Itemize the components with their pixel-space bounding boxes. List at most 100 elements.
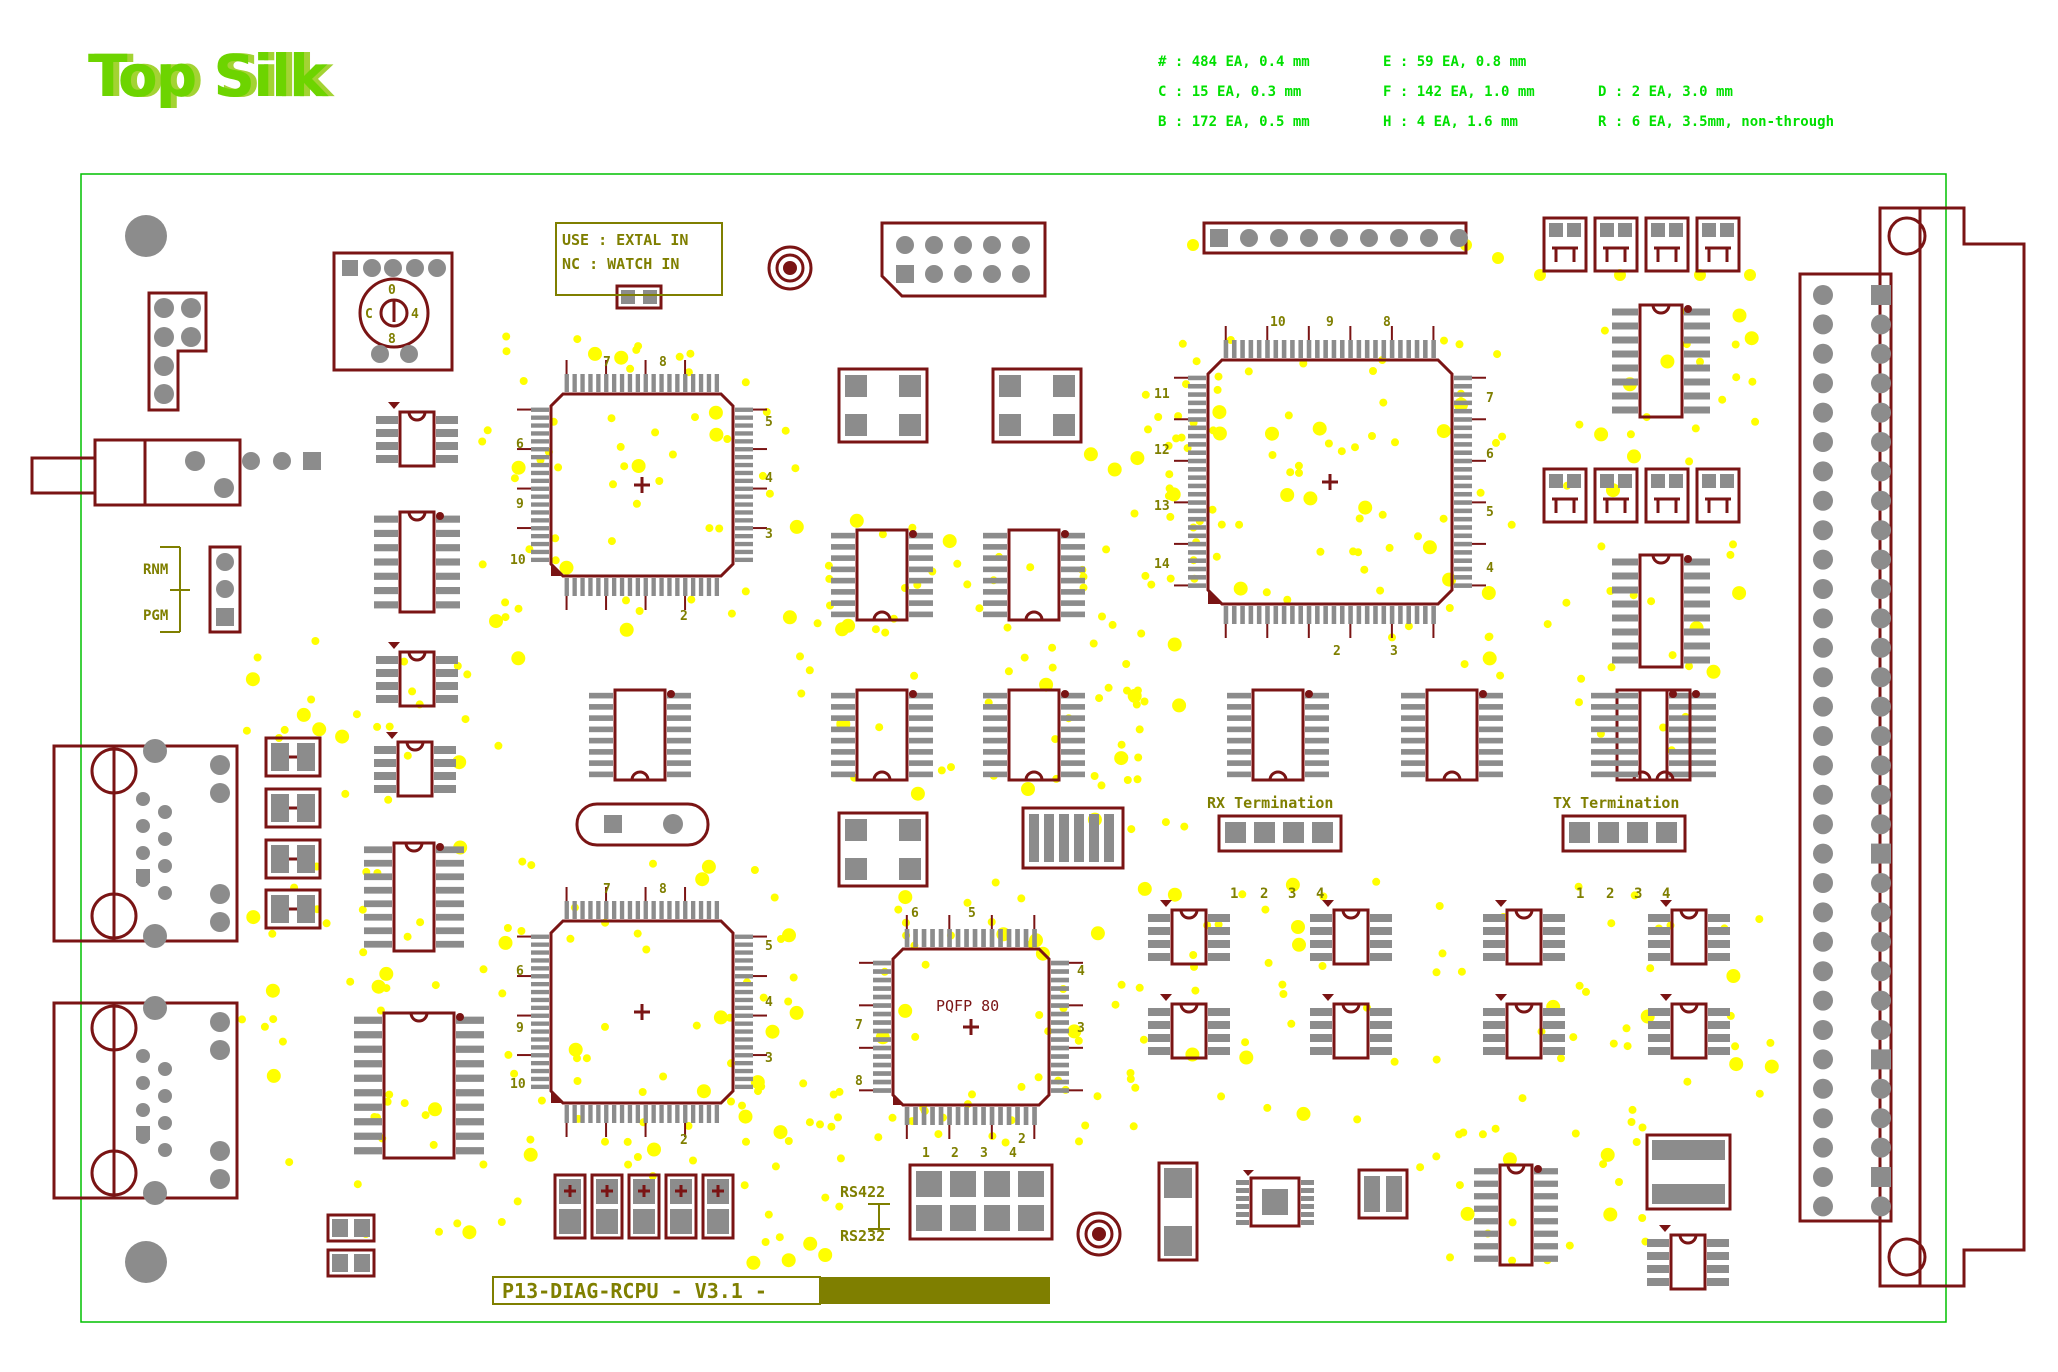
via	[1117, 740, 1126, 749]
via	[1035, 1011, 1044, 1019]
ic-pin	[1370, 1047, 1392, 1055]
pad	[1074, 814, 1084, 862]
pad	[663, 814, 683, 834]
qfp2-pin-labels: 7 8 6 9 10 5 4 3 2	[510, 882, 773, 1148]
pad	[271, 895, 289, 923]
pad	[925, 265, 943, 283]
qfp-pin	[735, 486, 753, 491]
via	[517, 927, 526, 935]
ic-pin	[436, 927, 464, 935]
ic-pin	[1684, 378, 1710, 386]
pad	[1059, 814, 1069, 862]
pad	[1567, 223, 1581, 237]
ic-pin	[1708, 914, 1730, 922]
via	[1217, 1092, 1226, 1101]
via	[727, 1097, 735, 1106]
pad	[950, 1171, 976, 1197]
pad	[154, 298, 174, 318]
qfp-pin	[531, 407, 549, 412]
jumper-block	[147, 291, 208, 412]
via	[1455, 340, 1464, 349]
ic-pin	[1684, 336, 1710, 344]
via	[537, 1096, 546, 1105]
qfp-pin	[659, 578, 664, 596]
pad	[136, 792, 150, 806]
pin1-marker	[1660, 994, 1672, 1001]
ic-pin	[1474, 1193, 1498, 1200]
qfp-pin	[531, 974, 549, 979]
pad	[158, 805, 172, 819]
qfp-pin	[1188, 583, 1206, 588]
via	[881, 628, 890, 637]
ic-pin	[983, 715, 1007, 721]
ic-pin	[1648, 1008, 1670, 1016]
ic-pin	[1474, 1255, 1498, 1262]
pad	[1656, 822, 1677, 843]
inductor-body	[1645, 1133, 1732, 1211]
ic-soic-u12-body	[1007, 528, 1061, 622]
ic-pin	[1543, 927, 1565, 935]
via	[775, 1233, 784, 1242]
ic-notch	[1679, 1003, 1699, 1014]
pad	[1813, 784, 1833, 805]
qfp-pin	[1356, 340, 1362, 358]
ic-pin	[436, 529, 460, 537]
qfp-pin	[683, 578, 688, 596]
ic-soic-u2	[374, 510, 460, 614]
legend-row: D : 2 EA, 3.0 mm	[1598, 84, 1733, 100]
qfp-pin	[1006, 929, 1012, 947]
via	[1391, 438, 1399, 447]
qfp-pin	[735, 533, 753, 539]
pad	[633, 1209, 655, 1234]
ic-pin	[1483, 1021, 1505, 1029]
pad	[136, 819, 150, 833]
qfp-pin	[531, 934, 549, 939]
ic-pin	[1305, 771, 1329, 778]
svg-text:5: 5	[1486, 505, 1494, 520]
ic-pin	[831, 577, 855, 584]
ic-pin	[1310, 914, 1332, 922]
legend-row: B : 172 EA, 0.5 mm	[1158, 114, 1310, 130]
via	[307, 695, 316, 704]
via	[782, 928, 796, 943]
header-10pin	[880, 221, 1047, 298]
via	[1630, 891, 1639, 900]
pad	[1813, 579, 1833, 599]
svg-text:3: 3	[1077, 1021, 1085, 1036]
ic-pin	[1612, 322, 1638, 330]
via	[827, 1122, 836, 1131]
pad	[1871, 520, 1891, 541]
ic-notch	[1632, 770, 1652, 781]
qfp-pin	[873, 1062, 891, 1068]
electrolytic-cap-1	[590, 1173, 624, 1240]
cap-body	[701, 1173, 735, 1240]
qfp-pin	[1454, 425, 1472, 431]
via	[921, 960, 930, 969]
pad	[271, 794, 289, 822]
ic-pin	[1483, 927, 1505, 935]
ic-pin	[1227, 704, 1251, 710]
ic-pin	[983, 555, 1007, 561]
legend-row: C : 15 EA, 0.3 mm	[1158, 84, 1302, 100]
via	[638, 1088, 647, 1096]
ic-pin	[374, 572, 398, 580]
ic-pin	[667, 692, 691, 699]
via	[770, 893, 779, 902]
tx-termination-header	[1561, 814, 1687, 853]
ic-pin	[909, 544, 933, 550]
jumper-body	[208, 545, 242, 634]
via	[1390, 1057, 1399, 1066]
via	[1296, 1106, 1311, 1121]
inductor-l2-body	[991, 367, 1083, 444]
qfp-pin	[564, 901, 569, 919]
svg-text:7: 7	[603, 355, 611, 370]
pad	[1669, 474, 1683, 488]
via	[1627, 1118, 1636, 1126]
qfp-pin	[735, 997, 753, 1003]
via	[834, 1113, 842, 1122]
ic-notch	[1679, 909, 1699, 920]
qfp-pin	[580, 578, 585, 596]
qfp-pin	[1188, 550, 1206, 555]
svg-text:4: 4	[1662, 886, 1670, 902]
qfp-pin	[1051, 1071, 1069, 1076]
